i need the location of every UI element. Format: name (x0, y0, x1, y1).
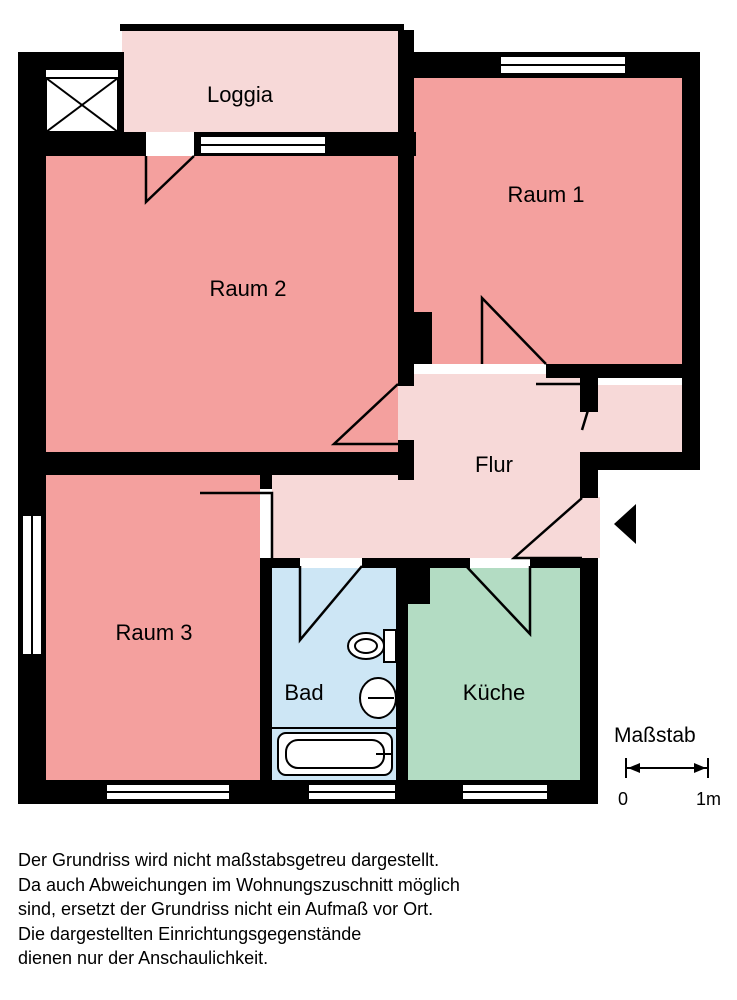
sink-icon (359, 677, 397, 719)
wall-raum1-stub (580, 370, 598, 412)
loggia-railing (120, 24, 404, 31)
scale-title: Maßstab (614, 724, 696, 747)
wall-bad-top (260, 558, 300, 568)
door-loggia (144, 155, 195, 205)
window-bad-bottom (307, 783, 397, 801)
label-raum1: Raum 1 (507, 182, 584, 207)
window-kueche-bottom (461, 783, 549, 801)
room-raum2 (46, 156, 398, 452)
floor-plan: Loggia Raum 1 Raum 2 Flur Raum 3 Bad Küc… (18, 24, 721, 809)
window-loggia-door (199, 135, 327, 155)
door-storage (536, 382, 598, 431)
window-raum1-top (499, 55, 627, 75)
doors (144, 132, 598, 644)
wall-kueche-right (580, 558, 598, 804)
wall-bad-kueche (396, 558, 408, 788)
label-raum2: Raum 2 (209, 276, 286, 301)
disclaimer-text: Der Grundriss wird nicht maßstabsgetreu … (18, 848, 718, 971)
wall-top-left (18, 52, 124, 70)
wall-raum3-right-lower (260, 558, 272, 788)
wall-kueche-top-b (530, 558, 598, 568)
door-bad (298, 565, 363, 644)
label-flur: Flur (475, 452, 513, 477)
bath-fixtures (272, 629, 397, 776)
room-loggia (122, 30, 398, 132)
shaft-box (45, 77, 119, 133)
wall-bad-top-right (362, 558, 408, 568)
room-raum3 (46, 475, 260, 780)
room-raum1 (414, 78, 682, 364)
wall-raum1-bottom-b (590, 364, 682, 378)
room-kueche (408, 568, 580, 780)
window-raum3-bottom (105, 783, 231, 801)
door-raum3 (200, 491, 274, 558)
windows (21, 55, 627, 801)
toilet-icon (347, 629, 397, 663)
label-loggia: Loggia (207, 82, 274, 107)
wall-loggia-right (398, 30, 414, 158)
door-raum1 (480, 294, 547, 365)
wall-raum2-right (398, 150, 414, 386)
wall-pillar (412, 312, 432, 364)
wall-raum3-right (260, 475, 272, 489)
label-bad: Bad (284, 680, 323, 705)
wall-outer-left (18, 52, 46, 804)
scale-arrow-right-icon (694, 763, 706, 773)
room-flur (272, 374, 682, 558)
scale-bar: Maßstab 0 1m (614, 724, 721, 809)
door-kueche (465, 565, 532, 638)
wall-kueche-top-a (408, 558, 470, 568)
disclaimer-line: Da auch Abweichungen im Wohnungszuschnit… (18, 874, 460, 895)
bathtub-icon (272, 727, 396, 776)
label-raum3: Raum 3 (115, 620, 192, 645)
door-opening-loggia (146, 132, 194, 156)
window-raum3-left (21, 514, 43, 656)
wall-raum2-bottom (18, 452, 414, 475)
wall-right-jamb (580, 452, 598, 498)
entrance-arrow-icon (614, 504, 636, 544)
wall-kueche-corner (404, 568, 430, 604)
label-kueche: Küche (463, 680, 525, 705)
door-raum2 (330, 383, 399, 446)
scale-start-label: 0 (618, 789, 628, 809)
wall-raum1-right (682, 52, 700, 470)
wall-loggia-left (118, 52, 124, 132)
door-entrance (510, 497, 583, 560)
disclaimer-line: Der Grundriss wird nicht maßstabsgetreu … (18, 850, 440, 870)
disclaimer-line: Die dargestellten Einrichtungsgegenständ… (18, 923, 362, 944)
wall-raum2-bottom-stub (398, 440, 414, 480)
wall-right-lower (582, 452, 700, 470)
scale-end-label: 1m (696, 789, 721, 809)
scale-arrow-left-icon (628, 763, 640, 773)
disclaimer-line: sind, ersetzt der Grundriss nicht ein Au… (18, 899, 434, 919)
disclaimer-line: dienen nur der Anschaulichkeit. (18, 948, 269, 968)
